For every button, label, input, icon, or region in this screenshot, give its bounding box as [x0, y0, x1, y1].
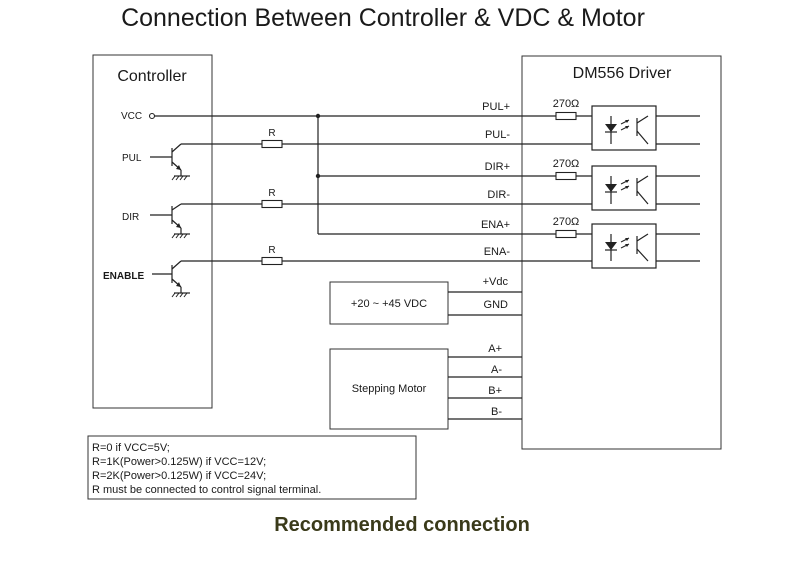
note-line-4: R must be connected to control signal te…	[92, 484, 321, 496]
terminal-gnd: GND	[484, 299, 509, 311]
vcc-label: VCC	[121, 111, 142, 122]
resistor-r-pul-label: R	[268, 128, 275, 139]
motor-box	[329, 348, 449, 430]
terminal-b-minus: B-	[491, 406, 502, 418]
terminal-ena-minus: ENA-	[484, 246, 511, 258]
resistor-270-pul	[555, 111, 577, 121]
resistor-270-pul-label: 270Ω	[553, 98, 580, 110]
dir-label: DIR	[122, 212, 139, 223]
power-supply-label: +20 ~ +45 VDC	[351, 298, 427, 310]
note-line-1: R=0 if VCC=5V;	[92, 442, 170, 454]
motor-wires	[448, 356, 522, 420]
terminal-pul-minus: PUL-	[485, 129, 510, 141]
diagram-title: Connection Between Controller & VDC & Mo…	[121, 4, 645, 32]
motor-label: Stepping Motor	[352, 383, 427, 395]
resistor-r-pul	[261, 139, 283, 149]
pul-transistor	[150, 143, 212, 181]
driver-title: DM556 Driver	[573, 65, 672, 82]
notes-box	[87, 435, 417, 500]
terminal-pul-plus: PUL+	[482, 101, 510, 113]
terminal-a-minus: A-	[491, 364, 502, 376]
note-line-3: R=2K(Power>0.125W) if VCC=24V;	[92, 470, 266, 482]
resistor-270-dir	[555, 171, 577, 181]
resistor-270-dir-label: 270Ω	[553, 158, 580, 170]
resistor-r-dir-label: R	[268, 188, 275, 199]
resistor-r-ena-label: R	[268, 245, 275, 256]
terminal-b-plus: B+	[488, 385, 502, 397]
resistor-r-ena	[261, 256, 283, 266]
optocoupler-ena	[591, 223, 657, 269]
enable-transistor	[152, 260, 212, 298]
resistor-270-ena-label: 270Ω	[553, 216, 580, 228]
optocoupler-dir	[591, 165, 657, 211]
pul-label: PUL	[122, 153, 142, 164]
power-supply-box	[329, 281, 449, 325]
terminal-a-plus: A+	[488, 343, 502, 355]
note-line-2: R=1K(Power>0.125W) if VCC=12V;	[92, 456, 266, 468]
optocoupler-pul	[591, 105, 657, 151]
terminal-ena-plus: ENA+	[481, 219, 510, 231]
terminal-dir-minus: DIR-	[487, 189, 510, 201]
driver-box	[521, 55, 722, 450]
caption: Recommended connection	[274, 514, 530, 536]
resistor-r-dir	[261, 199, 283, 209]
controller-title: Controller	[117, 68, 187, 85]
power-wires	[448, 291, 522, 316]
terminal-dir-plus: DIR+	[485, 161, 510, 173]
terminal-vdc: +Vdc	[483, 276, 509, 288]
resistor-270-ena	[555, 229, 577, 239]
controller-box	[92, 54, 213, 409]
enable-label: ENABLE	[103, 271, 144, 282]
dir-transistor	[150, 203, 212, 239]
